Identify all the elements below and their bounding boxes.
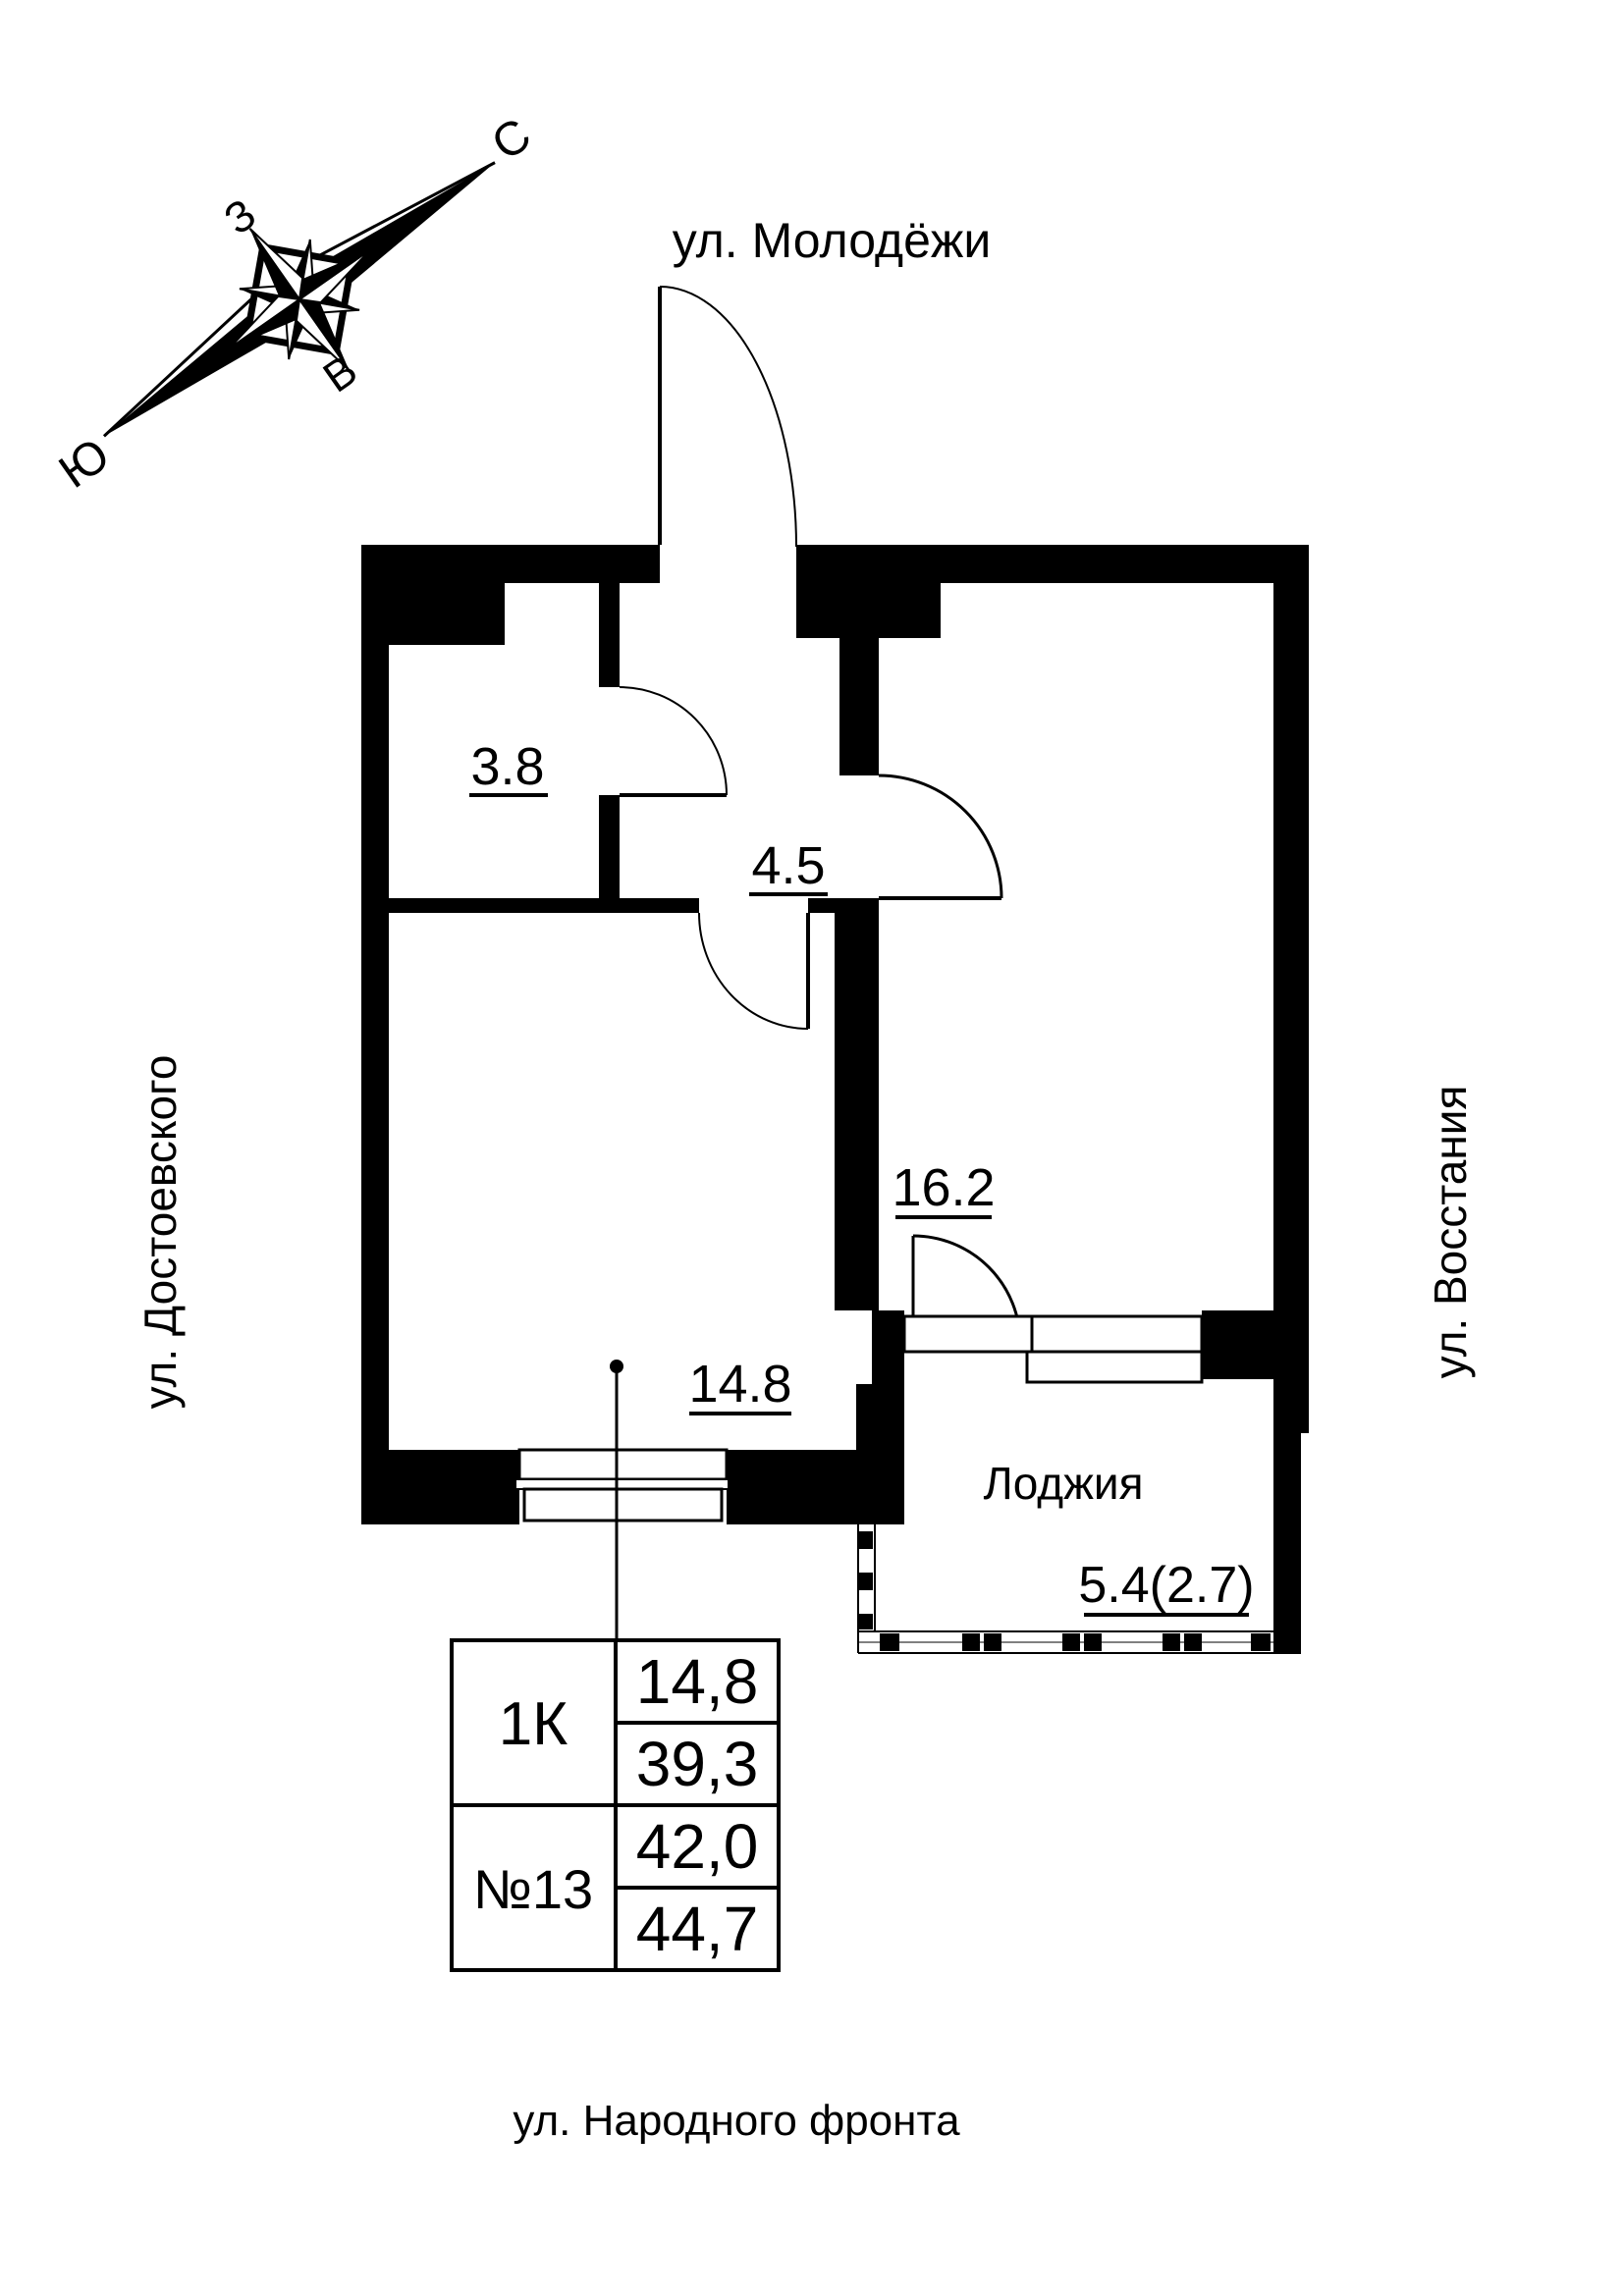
leader [610,1360,623,1640]
compass-north-label: С [483,109,541,171]
wall-room-kitchen [835,898,879,1310]
wall-left [361,545,389,1524]
room-window-outer [517,1448,729,1481]
wall-bottom-left [361,1450,519,1524]
walls [361,545,1309,1654]
wall-bath-right-lower [599,795,620,913]
table-cell-area-living: 14,8 [636,1646,759,1717]
balcony-window-inner [1025,1350,1204,1384]
entrance-door-arc [659,286,797,548]
wall-top-right [796,545,1309,583]
bathroom-area-label: 3.8 [470,737,544,796]
compass-east-label: В [315,347,366,402]
balcony-window-outer [902,1314,1204,1354]
street-label-bottom: ул. Народного фронта [513,2097,960,2145]
room-labels: 3.8 4.5 16.2 14.8 Лоджия 5.4(2.7) [469,737,1255,1617]
wall-hall-room-stub [808,898,835,913]
room-door-arc [698,912,809,1030]
table-cell-apartment-type: 1К [499,1690,568,1758]
kitchen-area-label: 16.2 [892,1158,995,1217]
loggia-title: Лоджия [984,1458,1144,1509]
loggia-area-label: 5.4(2.7) [1078,1557,1254,1614]
wall-right [1273,583,1309,1433]
wall-bottom-right [727,1450,856,1524]
wall-bath-right-upper [599,583,620,687]
wall-top-left [505,545,660,583]
loggia-glazing-ticks [859,1531,1271,1651]
wall-top-left-block [361,545,505,645]
compass-rose: С З В Ю [50,109,541,499]
compass-cardinal-points [228,228,371,371]
table-cell-area-total: 42,0 [636,1811,759,1882]
table-cell-area-no-loggia: 39,3 [636,1729,759,1799]
wall-loggia-corner [856,1384,904,1524]
wall-hall-room [389,898,699,913]
living-room-area-label: 14.8 [688,1355,791,1414]
windows [514,1314,1204,1522]
table-cell-apartment-number: №13 [473,1858,593,1920]
doors [619,286,1022,1344]
compass-south-label: Ю [50,429,119,499]
loggia-glazing [857,1524,1301,1654]
wall-loggia-right [1273,1379,1301,1654]
room-window-inner [522,1487,724,1522]
table-cell-area-with-loggia: 44,7 [636,1894,759,1964]
street-label-top: ул. Молодёжи [672,213,992,268]
leader-dot [610,1360,623,1373]
kitchen-door-arc [878,774,1003,899]
wall-balcony-left-stub [872,1310,904,1384]
wall-hall-kitchen-upper [839,638,879,775]
hallway-area-label: 4.5 [751,836,825,895]
bathroom-door-arc [619,686,728,796]
wall-pier-entrance [796,583,941,638]
info-table: 1К №13 14,8 39,3 42,0 44,7 [450,1638,781,1972]
wall-balcony-right-block [1202,1310,1273,1379]
